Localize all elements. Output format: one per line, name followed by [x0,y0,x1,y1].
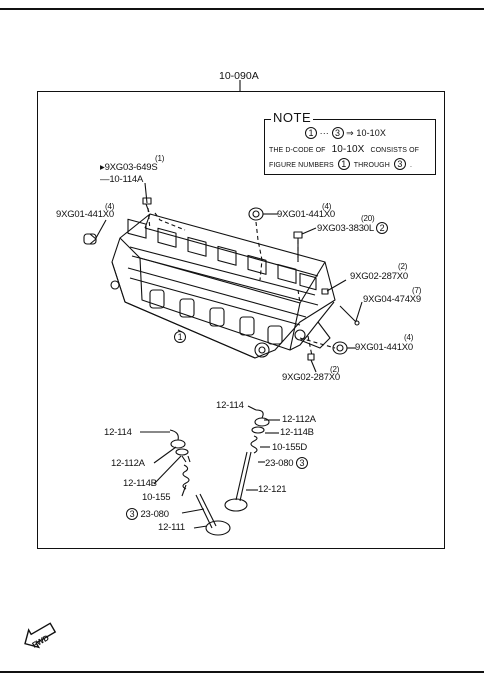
bolt-a-part-label: ▸9XG03-649S [100,163,158,173]
plug-left-qty: (4) [105,202,115,211]
left-valve-label: 3 23-080 [126,508,169,520]
left-spring-label: 10-155 [142,492,171,503]
figure-number-circle: 1 [174,331,186,343]
figure-number-circle: 3 [393,158,406,170]
figure-number-circle: 1 [305,127,317,139]
figure-number-circle: 3 [126,508,138,520]
note-text-segment: FIGURE NUMBERS [269,162,334,169]
stud-qty: (7) [412,286,422,295]
cylinder-head-drawing [110,213,336,359]
note-text-segment: THE D-CODE OF [269,147,326,154]
page-bottom-rule [0,671,484,673]
right-valve-stem-label: 12-121 [258,484,287,495]
stud [339,305,360,326]
plug-left [83,233,97,245]
figure-number-circle: 3 [331,127,344,139]
left-retainer-label: 12-112A [111,458,145,469]
left-valve-assembly [169,429,231,536]
stud-part-number: 9XG04-474X9 [363,294,422,305]
figure-number-circle: 2 [376,222,389,234]
bolt-a-ref-number: 10-114A [109,174,144,185]
figure-number-circle: 1 [337,158,350,170]
left-key-label: 12-114B [123,478,157,489]
assembly-frame [37,91,445,549]
leader-tick-icon: — [100,174,110,185]
note-ellipsis: ··· [319,128,329,138]
note-line-1: 1 ··· 3 ⇒ 10-10X [305,127,386,139]
left-seal-label: 12-114 [104,427,132,438]
exhaust-ports [149,289,283,345]
plug-right-part-number: 9XG01-441X0 [355,342,414,353]
right-valve-ref: 23-080 [265,458,294,469]
pin-b-qty: (2) [330,365,340,374]
note-line-3: FIGURE NUMBERS 1 THROUGH 3 . [269,158,412,170]
page-top-rule [0,8,484,10]
cam-caps [127,218,317,291]
plug-right [332,341,348,355]
note-title: NOTE [271,110,314,125]
camshaft-bores [127,246,319,326]
head-figure-label: 1 [174,331,186,343]
right-spring-label: 10-155D [272,442,308,453]
note-text-segment: CONSISTS OF [370,147,420,154]
bolt-a-ref-label: —10-114A [100,175,143,185]
note-arrow-target: ⇒ 10-10X [346,128,386,138]
plug-top-qty: (4) [322,202,332,211]
bolt-a-qty: (1) [155,154,165,163]
bolt-b-qty: (20) [361,214,375,223]
right-key-label: 12-114B [280,427,314,438]
chevron-arrow-icon: ▸ [100,162,105,173]
left-valve-stem-label: 12-111 [158,522,185,533]
figure-number-circle: 3 [295,457,308,469]
note-code: 10-10X [331,144,365,155]
right-seal-label: 12-114 [216,400,244,411]
head-bolt [293,231,303,262]
note-box [264,119,436,175]
right-valve-label: 23-080 3 [265,457,308,469]
pin-a-qty: (2) [398,262,408,271]
pin-a [321,288,329,295]
bolt-b-label: 9XG03-3830L 2 [317,222,389,234]
pin-b-part-number: 9XG02-287X0 [282,372,341,383]
assembly-reference: 10-090A [219,70,259,82]
note-text-segment: THROUGH [353,162,390,169]
note-line-2: THE D-CODE OF 10-10X CONSISTS OF [269,145,419,155]
note-text-segment: . [409,162,412,169]
right-valve-assembly [224,409,270,512]
bolt-a-part-number: 9XG03-649S [104,162,158,173]
plug-top-part-number: 9XG01-441X0 [277,209,336,220]
plug-left-part-number: 9XG01-441X0 [56,209,115,220]
pin-a-part-number: 9XG02-287X0 [350,271,409,282]
fwd-arrow-icon [24,622,57,649]
right-retainer-label: 12-112A [282,414,316,425]
pin-b [307,353,315,361]
left-valve-ref: 23-080 [140,509,169,520]
bolt-b-part-number: 9XG03-3830L [317,223,374,234]
plug-right-qty: (4) [404,333,414,342]
plug-top [248,207,264,221]
